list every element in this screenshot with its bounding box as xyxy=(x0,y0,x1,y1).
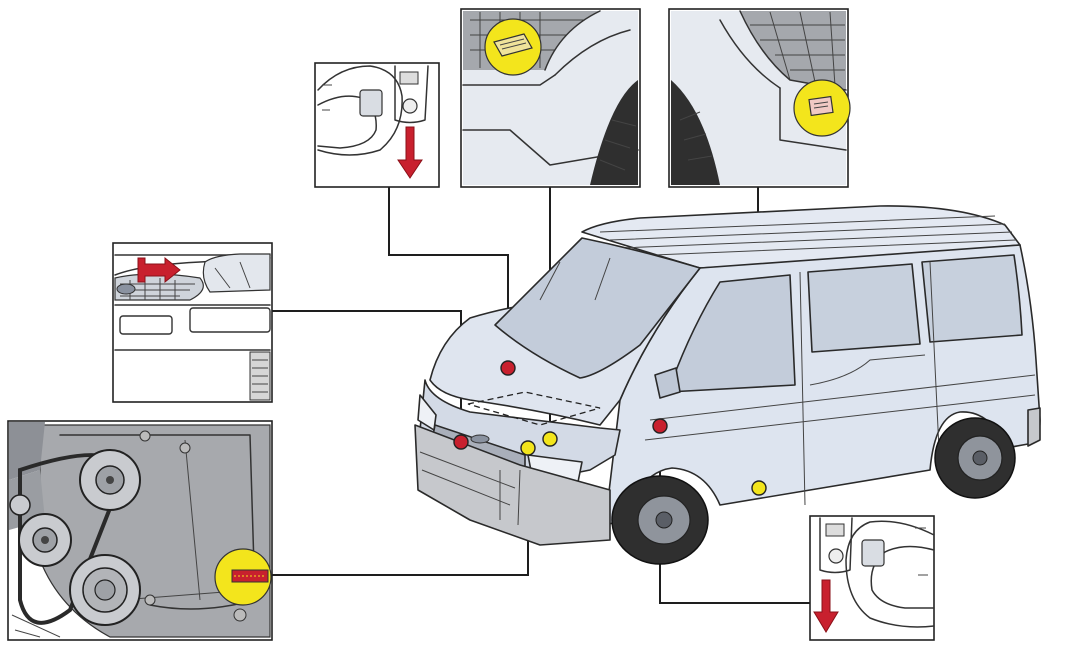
bumper-vents xyxy=(419,451,521,526)
inset-dashboard-right[interactable] xyxy=(809,515,935,641)
left-headlight xyxy=(417,394,437,431)
front-bumper xyxy=(414,424,611,546)
hood-dashed-area xyxy=(467,391,601,426)
grille-badge xyxy=(470,434,490,444)
marker-windshield-base[interactable] xyxy=(542,431,558,447)
inset-engine-block[interactable] xyxy=(7,420,273,641)
side-mirror xyxy=(654,367,681,399)
inset-front-grille[interactable] xyxy=(112,242,273,403)
inset-dashboard-left[interactable] xyxy=(314,62,440,188)
red-arrow-icon xyxy=(137,256,181,284)
front-wheel xyxy=(611,475,709,565)
side-window-middle xyxy=(807,263,921,353)
cab-door-window xyxy=(667,274,796,393)
rear-bumper xyxy=(1027,407,1041,447)
roof-ribs xyxy=(599,215,1017,257)
inset-wheel-arch-front[interactable] xyxy=(460,8,641,188)
side-door-lines xyxy=(644,261,1036,506)
red-arrow-icon xyxy=(397,126,423,179)
marker-grille-left[interactable] xyxy=(453,434,469,450)
rear-wheel xyxy=(934,417,1016,499)
marker-side-sill[interactable] xyxy=(751,480,767,496)
van-illustration xyxy=(414,205,1041,565)
windshield-reflection xyxy=(539,257,611,301)
side-window-rear xyxy=(921,254,1023,343)
windshield xyxy=(494,237,701,379)
marker-hood-center[interactable] xyxy=(500,360,516,376)
marker-headlight[interactable] xyxy=(520,440,536,456)
location-markers xyxy=(453,360,767,496)
marker-front-fender[interactable] xyxy=(652,418,668,434)
inset-wheel-arch-rear[interactable] xyxy=(668,8,851,188)
red-arrow-icon xyxy=(813,579,839,633)
label-icon xyxy=(808,95,834,117)
